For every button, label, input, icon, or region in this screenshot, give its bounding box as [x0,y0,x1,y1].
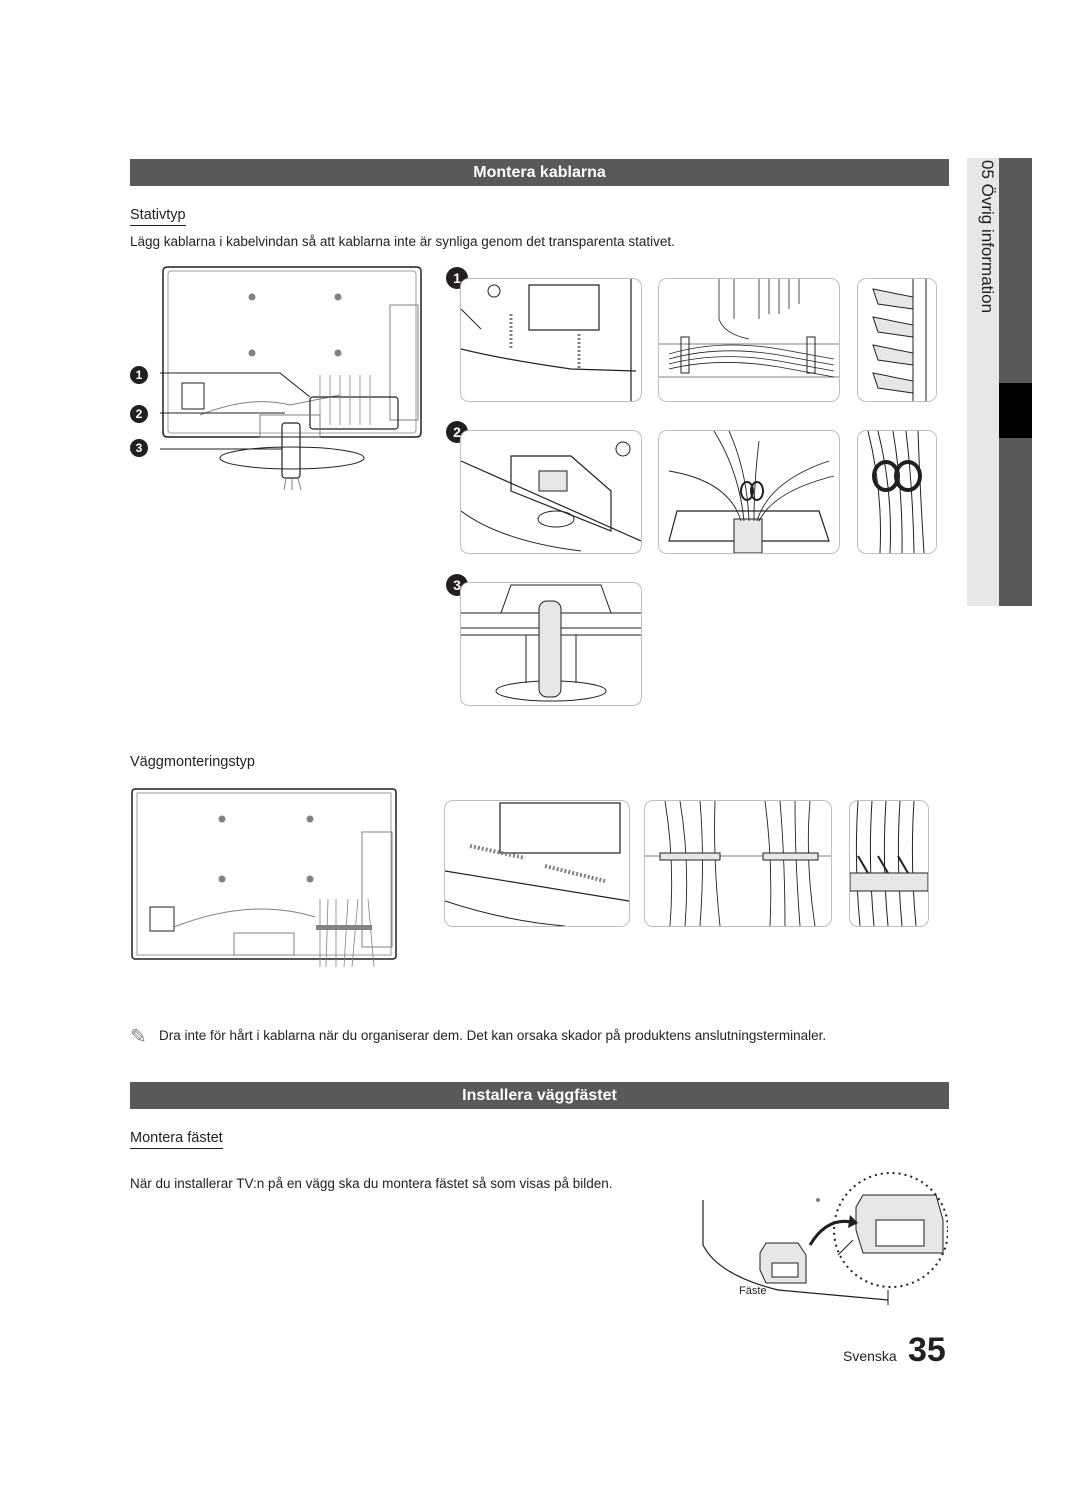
step-1-badge-left: 1 [130,366,148,384]
page-language: Svenska [843,1348,897,1364]
wall-panel-clips [849,800,929,927]
stand-type-text: Lägg kablarna i kabelvindan så att kabla… [130,234,675,249]
step-1-panel-cables [658,278,840,402]
step-3-panel-cover [460,582,642,706]
chapter-tab [967,158,999,606]
bracket-caption: Fäste [739,1285,767,1297]
bracket-illustration [698,1165,949,1315]
step-2-panel-stand [460,430,642,554]
section-title-wall-mount: Installera väggfästet [130,1082,949,1109]
wall-panel-back [444,800,630,927]
chapter-tab-strip [999,158,1032,606]
cable-note-text: Dra inte för hårt i kablarna när du orga… [159,1028,827,1043]
chapter-tab-marker [999,383,1032,438]
step-2-badge-left: 2 [130,405,148,423]
wall-type-heading: Väggmonteringstyp [130,754,255,770]
page-number: 35 [908,1331,946,1369]
stand-type-heading: Stativtyp [130,207,186,226]
step-1-panel-clips [857,278,937,402]
tv-back-wall-illustration [130,787,398,972]
step-2-panel-bundle [658,430,840,554]
tv-back-stand-illustration [140,265,425,491]
mount-bracket-text: När du installerar TV:n på en vägg ska d… [130,1176,613,1191]
mount-bracket-heading: Montera fästet [130,1130,223,1149]
step-3-badge-left: 3 [130,439,148,457]
wall-panel-cables [644,800,832,927]
section-title-cables: Montera kablarna [130,159,949,186]
pencil-note-icon: ✎ [130,1026,147,1048]
chapter-tab-label: 05 Övrig information [978,160,997,314]
step-2-panel-ties [857,430,937,554]
step-1-panel-back [460,278,642,402]
